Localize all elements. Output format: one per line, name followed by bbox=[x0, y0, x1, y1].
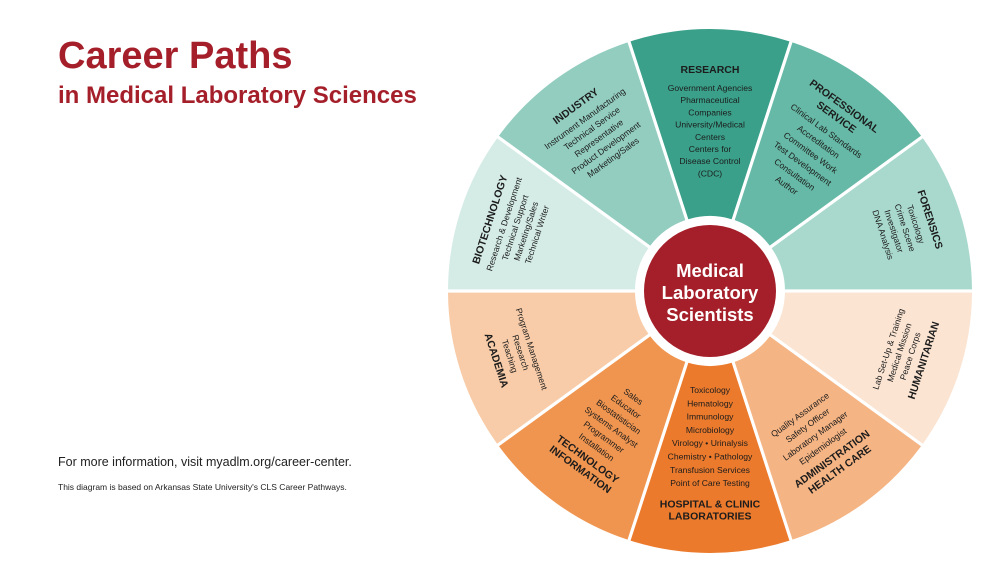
segment-label-hospital-clinic-laboratories: ToxicologyHematologyImmunologyMicrobiolo… bbox=[660, 385, 761, 522]
segment-item: Disease Control bbox=[679, 156, 740, 166]
segment-item: Point of Care Testing bbox=[670, 478, 750, 488]
segment-item: Transfusion Services bbox=[670, 465, 750, 475]
segment-title: HOSPITAL & CLINIC bbox=[660, 498, 761, 510]
segment-biotechnology bbox=[448, 138, 649, 290]
segment-item: Hematology bbox=[687, 398, 734, 408]
segment-item: Government Agencies bbox=[668, 83, 753, 93]
segment-humanitarian bbox=[771, 292, 972, 444]
segment-industry bbox=[498, 42, 686, 246]
segment-item: Toxicology bbox=[690, 385, 731, 395]
segment-title: RESEARCH bbox=[681, 64, 740, 76]
segment-health-care-administration bbox=[734, 336, 922, 540]
segment-item: (CDC) bbox=[698, 168, 722, 178]
segment-research bbox=[630, 28, 790, 220]
segment-hospital-clinic-laboratories bbox=[630, 362, 790, 553]
segment-item: Immunology bbox=[687, 412, 735, 422]
segment-item: Chemistry • Pathology bbox=[668, 452, 753, 462]
segment-title: LABORATORIES bbox=[668, 510, 751, 522]
center-disc bbox=[644, 225, 776, 357]
center-label: Laboratory bbox=[662, 282, 759, 303]
career-wheel-diagram: RESEARCH Government AgenciesPharmaceutica… bbox=[448, 28, 972, 553]
segment-item: Companies bbox=[688, 107, 731, 117]
segment-information-technology bbox=[498, 336, 686, 540]
segment-professional-service bbox=[734, 42, 922, 246]
source-note: This diagram is based on Arkansas State … bbox=[58, 482, 347, 492]
segment-forensics bbox=[771, 138, 972, 290]
segment-academia bbox=[448, 292, 649, 444]
segment-item: Virology • Urinalysis bbox=[672, 438, 748, 448]
page-title: Career Paths bbox=[58, 35, 293, 77]
segment-item: Centers for bbox=[689, 144, 732, 154]
info-link-text: For more information, visit myadlm.org/c… bbox=[58, 455, 352, 469]
segment-item: University/Medical bbox=[675, 120, 745, 130]
segment-item: Microbiology bbox=[686, 425, 735, 435]
center-label: Medical bbox=[676, 260, 744, 281]
page-subtitle: in Medical Laboratory Sciences bbox=[58, 82, 417, 109]
segment-label-research: RESEARCH Government AgenciesPharmaceutica… bbox=[668, 64, 753, 178]
segment-item: Pharmaceutical bbox=[680, 95, 739, 105]
center-label: Scientists bbox=[666, 304, 753, 325]
segment-item: Centers bbox=[695, 132, 725, 142]
